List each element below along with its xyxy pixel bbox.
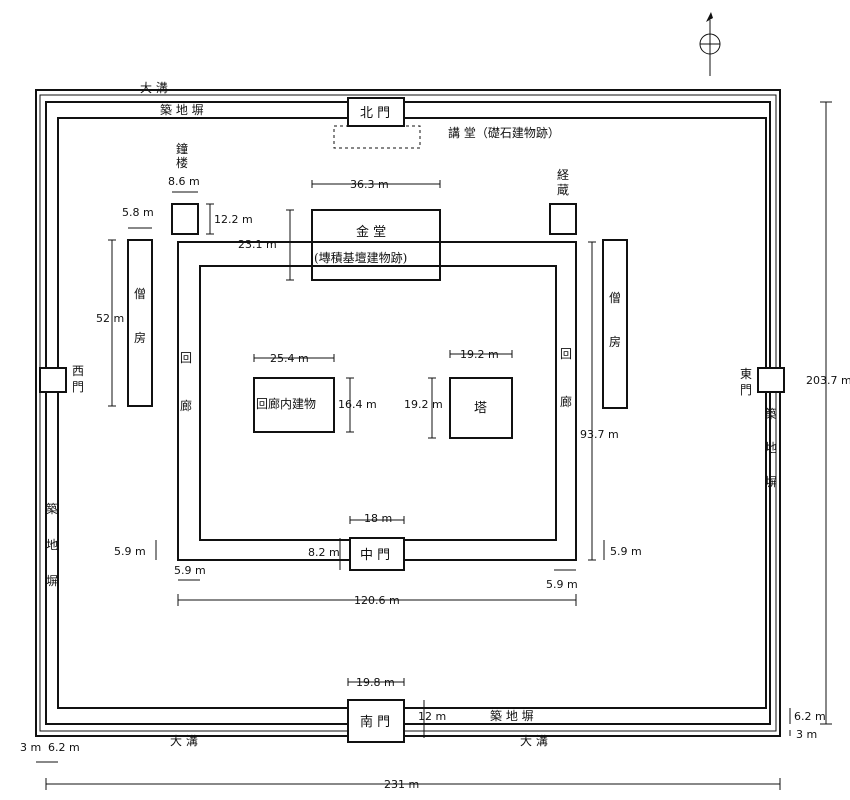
monks-right-label-1: 僧 <box>609 291 621 305</box>
corridor-width-left-h: 5.9 m <box>174 564 206 577</box>
outer-width-dim: 231 m <box>384 778 419 791</box>
outer-moat-inner-line <box>39 94 777 732</box>
monks-right-label-2: 房 <box>609 334 621 349</box>
wall-width-right-dim: 6.2 m <box>794 710 826 723</box>
wall-width-left-dim: 6.2 m <box>48 741 80 754</box>
sutra-label-1: 経 <box>557 168 569 182</box>
moat-label-top: 大 溝 <box>140 81 168 95</box>
south-gate-depth-dim: 12 m <box>418 710 446 723</box>
corridor-left-label-1: 回 <box>180 351 192 365</box>
pagoda-label: 塔 <box>474 401 487 416</box>
monks-quarters-right <box>602 239 628 409</box>
inner-wall-outline <box>57 117 767 709</box>
golden-hall <box>311 209 441 281</box>
west-gate <box>39 367 67 393</box>
monks-quarters-left <box>127 239 153 407</box>
pagoda <box>449 377 513 439</box>
outer-wall-outline <box>45 101 771 725</box>
middle-gate <box>349 537 405 571</box>
inner-bldg-width-dim: 25.4 m <box>270 352 309 365</box>
corridor-right-label-1: 回 <box>560 347 572 361</box>
golden-hall-subtitle: (塼積基壇建物跡) <box>314 250 407 265</box>
wall-label-left-3: 塀 <box>46 574 58 588</box>
bell-tower <box>171 203 199 235</box>
golden-hall-title: 金 堂 <box>356 224 386 240</box>
lecture-hall-outline <box>333 125 421 149</box>
inner-bldg-depth-dim: 16.4 m <box>338 398 377 411</box>
monks-width-dim: 5.8 m <box>122 206 154 219</box>
lecture-hall-label: 講 堂（礎石建物跡） <box>448 125 560 140</box>
inner-building-label: 回廊内建物 <box>256 396 316 411</box>
south-gate-label: 南 門 <box>360 714 390 730</box>
corridor-width-left-v: 5.9 m <box>114 545 146 558</box>
east-gate-label-2: 門 <box>740 383 752 397</box>
corridor-left-label-2: 廊 <box>180 398 192 413</box>
sutra-repository <box>549 203 577 235</box>
south-gate <box>347 699 405 743</box>
wall-label-right-1: 築 <box>765 406 777 421</box>
outer-length-dim: 203.7 m <box>806 374 850 387</box>
golden-hall-width-dim: 36.3 m <box>350 178 389 191</box>
corridor-right-label-2: 廊 <box>560 394 572 409</box>
corridor-width-right-h: 5.9 m <box>546 578 578 591</box>
outer-moat-outline <box>35 89 781 737</box>
west-gate-label-2: 門 <box>72 380 84 394</box>
corridor-width-right-v: 5.9 m <box>610 545 642 558</box>
bell-tower-label-1: 鐘 <box>176 141 188 156</box>
corridor-length-dim: 93.7 m <box>580 428 619 441</box>
wall-label-right-2: 地 <box>765 441 777 455</box>
moat-width-right-dim: 3 m <box>796 728 817 741</box>
wall-label-right-3: 塀 <box>765 475 777 489</box>
wall-label-left-1: 築 <box>46 501 58 516</box>
sutra-label-2: 蔵 <box>557 183 569 197</box>
wall-label-bottom: 築 地 塀 <box>490 708 534 723</box>
bell-tower-width-dim: 8.6 m <box>168 175 200 188</box>
north-gate <box>347 97 405 127</box>
monks-left-label-2: 房 <box>134 330 146 345</box>
east-gate-label-1: 東 <box>740 367 752 381</box>
monks-left-label-1: 僧 <box>134 287 146 301</box>
inner-building <box>253 377 335 433</box>
south-gate-width-dim: 19.8 m <box>356 676 395 689</box>
pagoda-width-dim: 19.2 m <box>460 348 499 361</box>
moat-width-left-dim: 3 m <box>20 741 41 754</box>
golden-hall-depth-dim: 23.1 m <box>238 238 277 251</box>
north-gate-label: 北 門 <box>360 106 390 121</box>
pagoda-depth-dim: 19.2 m <box>404 398 443 411</box>
bell-tower-depth-dim: 12.2 m <box>214 213 253 226</box>
east-gate <box>757 367 785 393</box>
middle-gate-label: 中 門 <box>360 548 390 563</box>
wall-label-left-2: 地 <box>46 538 58 552</box>
corridor-total-dim: 120.6 m <box>354 594 400 607</box>
moat-label-bottom-left: 大 溝 <box>170 734 198 748</box>
bell-tower-label-2: 楼 <box>176 155 188 170</box>
middle-gate-width-dim: 18 m <box>364 512 392 525</box>
compass-icon <box>699 12 721 76</box>
moat-label-bottom-right: 大 溝 <box>520 734 548 748</box>
monks-length-dim: 52 m <box>96 312 124 325</box>
west-gate-label-1: 西 <box>72 364 84 378</box>
wall-label-top: 築 地 塀 <box>160 102 204 117</box>
middle-gate-depth-dim: 8.2 m <box>308 546 340 559</box>
